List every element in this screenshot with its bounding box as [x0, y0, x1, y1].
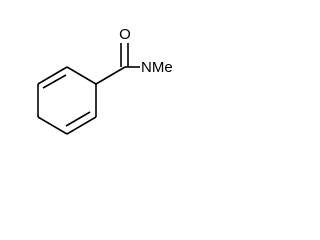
bond-c2-c3-double — [42, 74, 67, 89]
bond-c1-c2 — [66, 66, 97, 85]
bond-c2-c3 — [37, 66, 68, 85]
nmethyl-group-label: NMe — [141, 59, 173, 76]
bond-c5-c6-double — [65, 111, 91, 127]
structure-diagram: O NMe — [37, 26, 173, 135]
bond-c4-c5 — [37, 116, 68, 135]
oxygen-atom-label: O — [119, 26, 131, 43]
bond-c5-c6 — [66, 116, 97, 135]
bond-c1-carbonyl — [95, 66, 126, 85]
